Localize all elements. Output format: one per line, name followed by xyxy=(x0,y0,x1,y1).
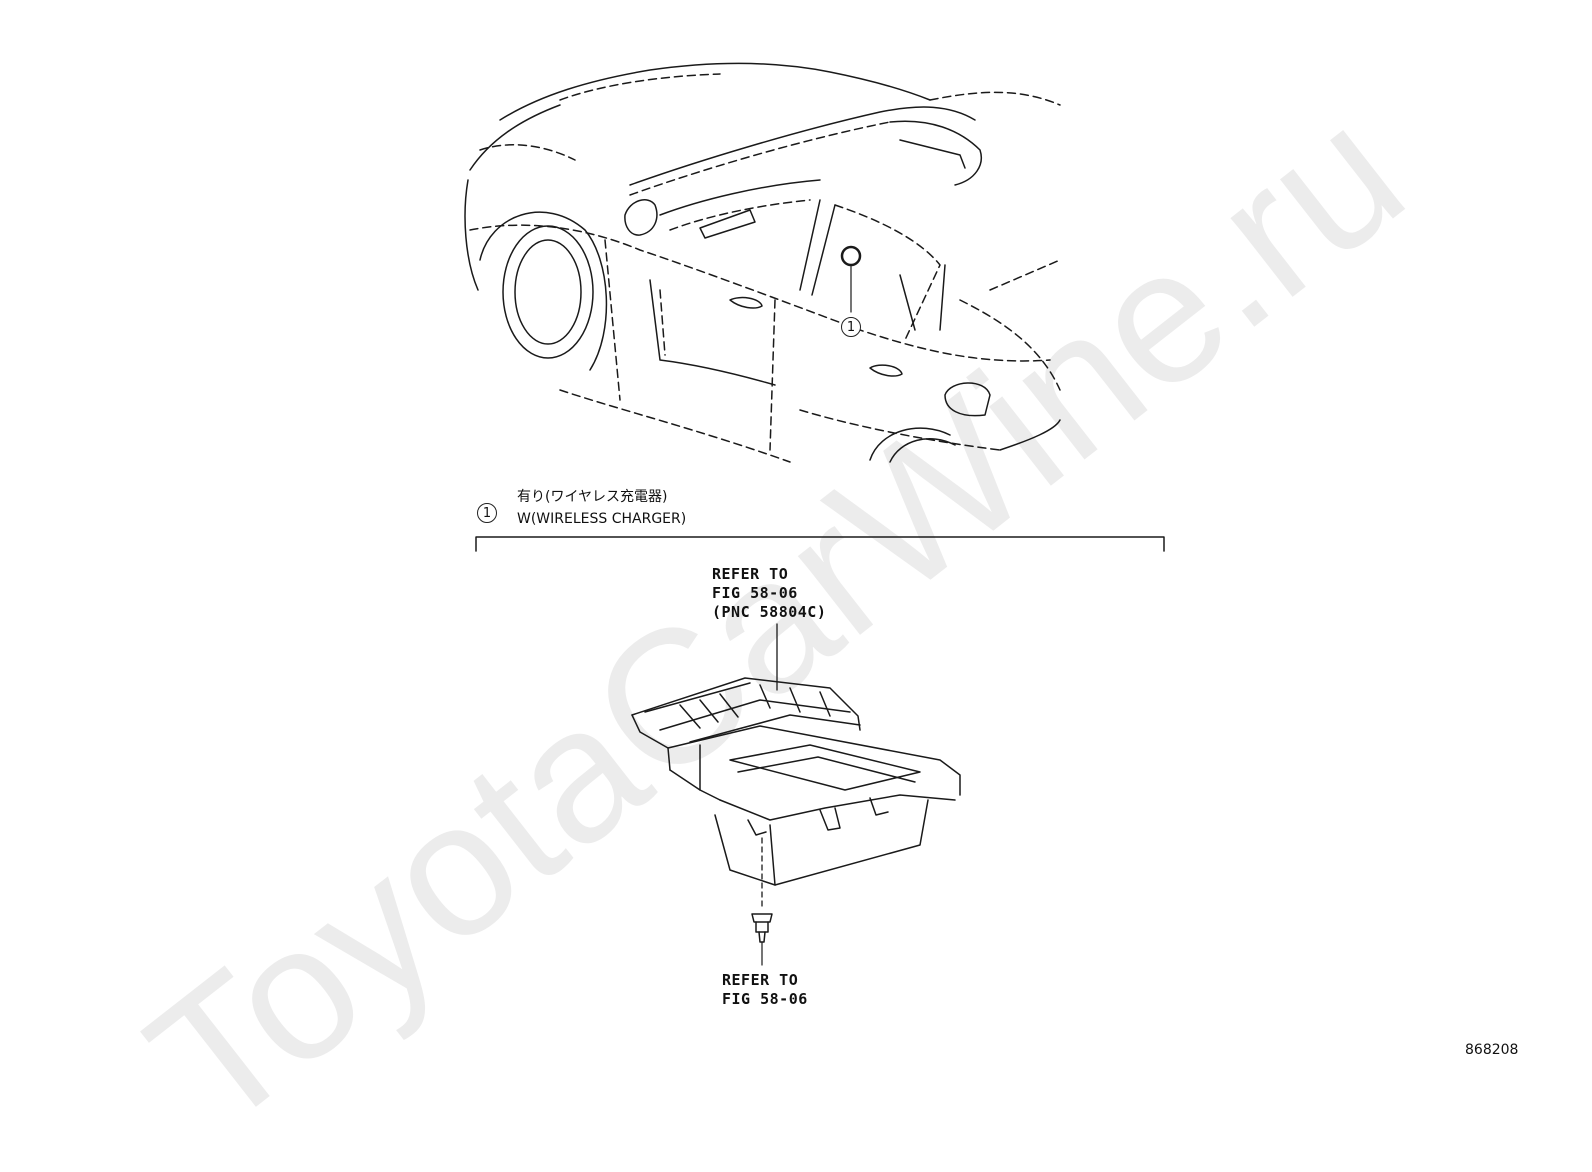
legend-callout-1: 1 xyxy=(477,503,497,523)
refer-upper-line-2: FIG 58-06 xyxy=(712,584,798,602)
wireless-charger-illustration xyxy=(631,623,961,966)
illustration-id: 868208 xyxy=(1465,1042,1519,1058)
refer-to-lower: REFER TO FIG 58-06 xyxy=(722,971,808,1009)
parts-diagram xyxy=(464,62,1165,966)
refer-upper-line-3: (PNC 58804C) xyxy=(712,603,827,621)
legend-label-en: W(WIRELESS CHARGER) xyxy=(517,511,687,527)
callout-marker-1: 1 xyxy=(841,317,861,337)
refer-lower-line-2: FIG 58-06 xyxy=(722,990,808,1008)
refer-lower-line-1: REFER TO xyxy=(722,971,799,989)
refer-upper-line-1: REFER TO xyxy=(712,565,789,583)
vehicle-illustration xyxy=(464,62,1061,463)
refer-to-upper: REFER TO FIG 58-06 (PNC 58804C) xyxy=(712,565,826,622)
legend-bracket xyxy=(475,536,1165,552)
legend-label-ja: 有り(ワイヤレス充電器) xyxy=(517,489,668,505)
